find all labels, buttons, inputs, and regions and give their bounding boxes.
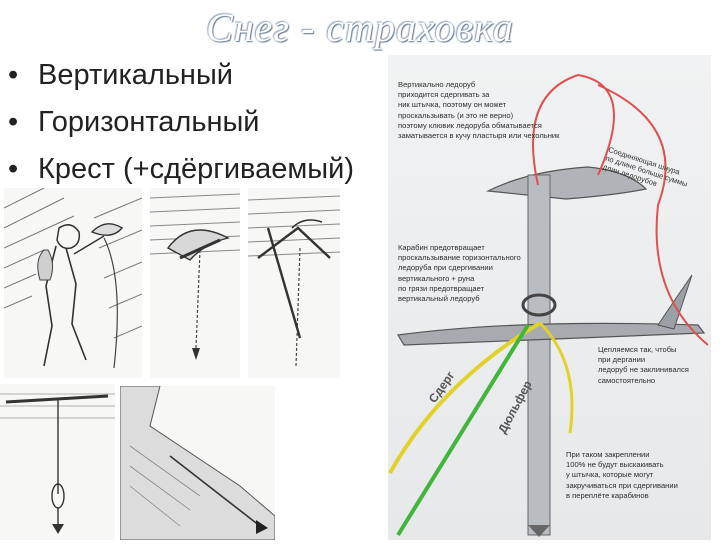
bullet-vertical: •Вертикальный — [8, 52, 354, 99]
slide-title: Снег - страховка — [206, 5, 514, 50]
sketch-horizontal-axe-image — [149, 188, 241, 378]
bullet-cross: •Крест (+сдёргиваемый) — [8, 146, 354, 193]
bullet-list: •Вертикальный •Горизонтальный •Крест (+с… — [8, 52, 354, 193]
bullet-dot-icon: • — [8, 106, 19, 138]
sketch-climber-image — [3, 187, 143, 378]
bullet-dot-icon: • — [8, 153, 19, 185]
horizontal-axe-illustration-icon — [149, 193, 241, 360]
photo-note-top: Вертикально ледоруб приходится сдергиват… — [398, 80, 560, 141]
ice-axe-icon — [388, 73, 709, 537]
photo-note-middle: Карабин предотвращает проскальзывание го… — [398, 243, 521, 304]
photo-note-bottom: При таком закреплении 100% не будут выск… — [566, 450, 678, 500]
bullet-horizontal: •Горизонтальный — [8, 99, 354, 146]
t-anchor-illustration-icon — [0, 393, 115, 534]
sketch-slope-anchor-image — [119, 385, 276, 541]
slope-anchor-illustration-icon — [119, 385, 276, 541]
cross-axe-illustration-icon — [247, 195, 341, 367]
sketch-t-anchor-image — [0, 384, 115, 540]
sketch-cross-axe-image — [247, 188, 341, 378]
bullet-dot-icon: • — [8, 59, 19, 91]
photo-note-right: Цепляемся так, чтобы при дергании ледору… — [598, 345, 689, 385]
ice-axe-rigging-photo: Вертикально ледоруб приходится сдергиват… — [388, 55, 711, 540]
climber-illustration-icon — [3, 187, 143, 369]
